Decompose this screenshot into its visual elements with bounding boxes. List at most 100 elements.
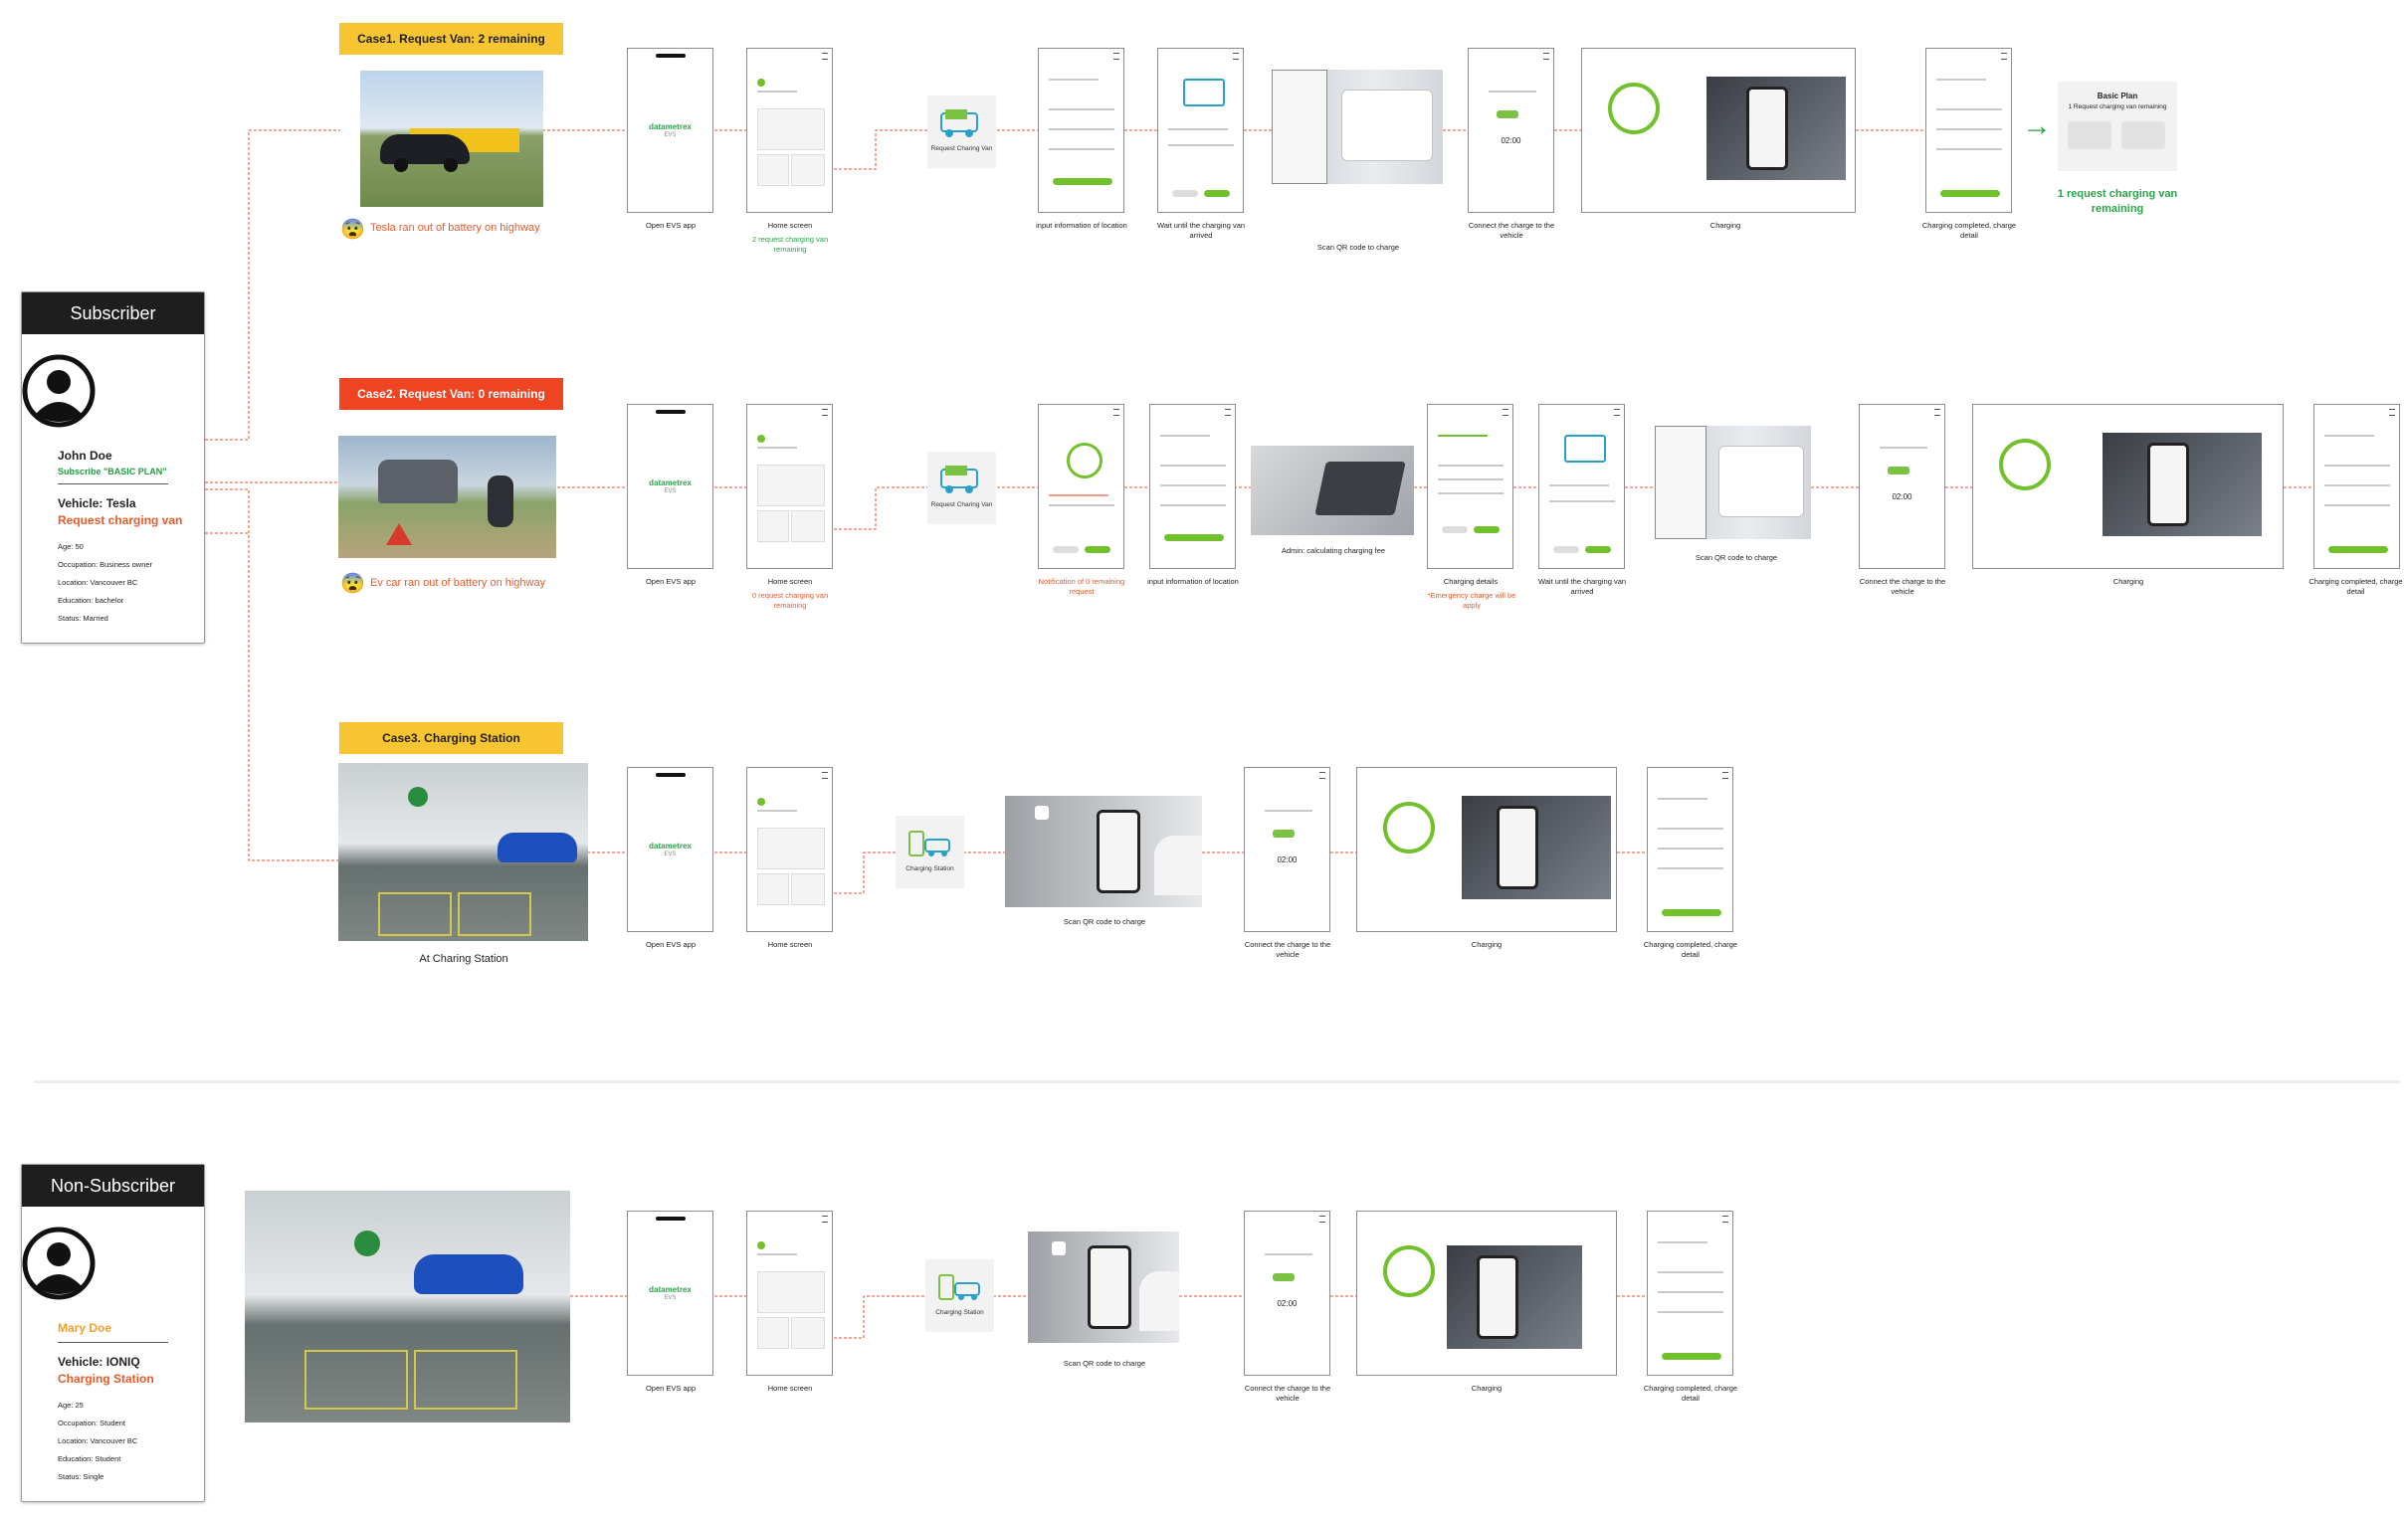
case1-open-caption: Open EVS app	[645, 221, 697, 230]
case2-tag: Case2. Request Van: 0 remaining	[339, 378, 563, 410]
persona-location: Location: Vancouver BC	[58, 578, 138, 587]
case2-photo-caption: Ev car ran out of battery on highway	[370, 577, 546, 589]
case4-completed-caption: Charging completed, charge detail	[1643, 1384, 1738, 1403]
phone-wait-van	[1538, 404, 1625, 569]
persona-status: Status: Married	[58, 614, 108, 623]
charging-frame	[1581, 48, 1856, 213]
shocked-emoji-icon: 😨	[340, 573, 365, 595]
charging-frame	[1972, 404, 2284, 569]
phone-completed	[2313, 404, 2400, 569]
case2-home-caption: Home screen	[767, 577, 813, 586]
case2-input-caption: input information of location	[1147, 577, 1239, 586]
app-logo: datametrex	[649, 842, 692, 851]
app-logo-sub: EVS	[664, 1295, 677, 1301]
arrow-right-icon: →	[2022, 109, 2052, 142]
case3-scan-caption: Scan QR code to charge	[1063, 917, 1146, 926]
charging-van-icon	[940, 109, 978, 137]
charging-station-icon	[908, 831, 950, 856]
tile-label: Request Charing Van	[930, 501, 993, 508]
phone-completed	[1925, 48, 2012, 213]
timer-readout: 02:00	[1892, 492, 1912, 501]
timer-readout: 02:00	[1501, 136, 1521, 145]
plan-title: Basic Plan	[2097, 92, 2138, 100]
case3-photo-caption: At Charing Station	[419, 953, 508, 965]
case3-home-caption: Home screen	[767, 940, 813, 949]
user-avatar-icon	[22, 1227, 96, 1300]
phone-open-app: datametrex EVS	[627, 48, 713, 213]
phone-home-screen	[746, 1211, 833, 1376]
case2-open-caption: Open EVS app	[645, 577, 697, 586]
persona-occupation: Occupation: Student	[58, 1419, 125, 1427]
charging-station-tile[interactable]: Charging Station	[925, 1259, 994, 1332]
phone-open-app: datametrex EVS	[627, 1211, 713, 1376]
phone-input-location	[1149, 404, 1236, 569]
case3-charging-caption: Charging	[1471, 940, 1503, 949]
admin-photo	[1251, 446, 1414, 535]
phone-notification	[1038, 404, 1124, 569]
non-subscriber-title: Non-Subscriber	[22, 1165, 204, 1207]
app-logo-sub: EVS	[664, 488, 677, 494]
persona-location: Location: Vancouver BC	[58, 1436, 138, 1445]
case2-details-caption: Charging details	[1443, 577, 1499, 586]
case1-charging-caption: Charging	[1709, 221, 1741, 230]
case3-scan-photo	[1005, 796, 1202, 907]
app-logo: datametrex	[649, 122, 692, 131]
phone-completed	[1647, 1211, 1733, 1376]
request-van-tile[interactable]: Request Charing Van	[927, 452, 996, 524]
persona-status: Status: Single	[58, 1472, 104, 1481]
divider	[58, 483, 168, 484]
case2-home-sub: 0 request charging van remaining	[751, 591, 829, 610]
persona-age: Age: 25	[58, 1401, 84, 1410]
charging-van-icon	[940, 466, 978, 493]
case1-completed-caption: Charging completed, charge detail	[1921, 221, 2017, 240]
phone-wait-van	[1157, 48, 1244, 213]
divider	[58, 1342, 168, 1343]
tile-label: Request Charing Van	[930, 145, 993, 152]
case3-completed-caption: Charging completed, charge detail	[1643, 940, 1738, 959]
persona-request: Charging Station	[58, 1372, 154, 1386]
case4-open-caption: Open EVS app	[645, 1384, 697, 1393]
case1-photo-caption: Tesla ran out of battery on highway	[370, 222, 540, 234]
non-subscriber-card: Non-Subscriber Mary Doe Vehicle: IONIQ C…	[21, 1164, 205, 1502]
phone-home-screen	[746, 404, 833, 569]
app-logo-sub: EVS	[664, 852, 677, 857]
persona-vehicle: Vehicle: Tesla	[58, 496, 136, 510]
section-divider	[34, 1080, 2400, 1083]
case1-tesla-photo	[360, 71, 543, 207]
case1-result: 1 request charging van remaining	[2057, 188, 2178, 215]
plan-sub: 1 Request charging van remaining	[2068, 103, 2167, 110]
case4-charging-caption: Charging	[1471, 1384, 1503, 1393]
request-van-tile[interactable]: Request Charing Van	[927, 95, 996, 168]
case1-connect-caption: Connect the charge to the vehicle	[1468, 221, 1555, 240]
case3-tag: Case3. Charging Station	[339, 722, 563, 754]
case4-station-photo	[245, 1191, 570, 1422]
case3-connect-caption: Connect the charge to the vehicle	[1244, 940, 1331, 959]
case3-station-photo	[338, 763, 588, 941]
case1-tag: Case1. Request Van: 2 remaining	[339, 23, 563, 55]
shocked-emoji-icon: 😨	[340, 219, 365, 241]
case2-charging-caption: Charging	[2112, 577, 2144, 586]
phone-connect: 02:00	[1244, 1211, 1330, 1376]
case4-scan-caption: Scan QR code to charge	[1063, 1359, 1146, 1368]
case4-home-caption: Home screen	[767, 1384, 813, 1393]
phone-connect: 02:00	[1244, 767, 1330, 932]
timer-readout: 02:00	[1277, 1299, 1298, 1308]
case3-open-caption: Open EVS app	[645, 940, 697, 949]
case2-connect-caption: Connect the charge to the vehicle	[1859, 577, 1946, 596]
case1-wait-caption: Wait until the charging van arrived	[1156, 221, 1246, 240]
persona-vehicle: Vehicle: IONIQ	[58, 1355, 140, 1369]
case2-details-sub: *Emergency charge will be apply	[1427, 591, 1516, 610]
persona-age: Age: 50	[58, 542, 84, 551]
subscriber-title: Subscriber	[22, 292, 204, 334]
phone-charging-details	[1427, 404, 1513, 569]
persona-request: Request charging van	[58, 513, 183, 527]
case4-connect-caption: Connect the charge to the vehicle	[1244, 1384, 1331, 1403]
persona-plan: Subscribe "BASIC PLAN"	[58, 467, 167, 476]
tile-label: Charging Station	[935, 1309, 984, 1316]
phone-input-location	[1038, 48, 1124, 213]
timer-readout: 02:00	[1277, 855, 1298, 864]
case2-wait-caption: Wait until the charging van arrived	[1537, 577, 1627, 596]
charging-station-tile[interactable]: Charging Station	[896, 816, 964, 888]
charging-frame	[1356, 767, 1617, 932]
app-logo: datametrex	[649, 1285, 692, 1294]
